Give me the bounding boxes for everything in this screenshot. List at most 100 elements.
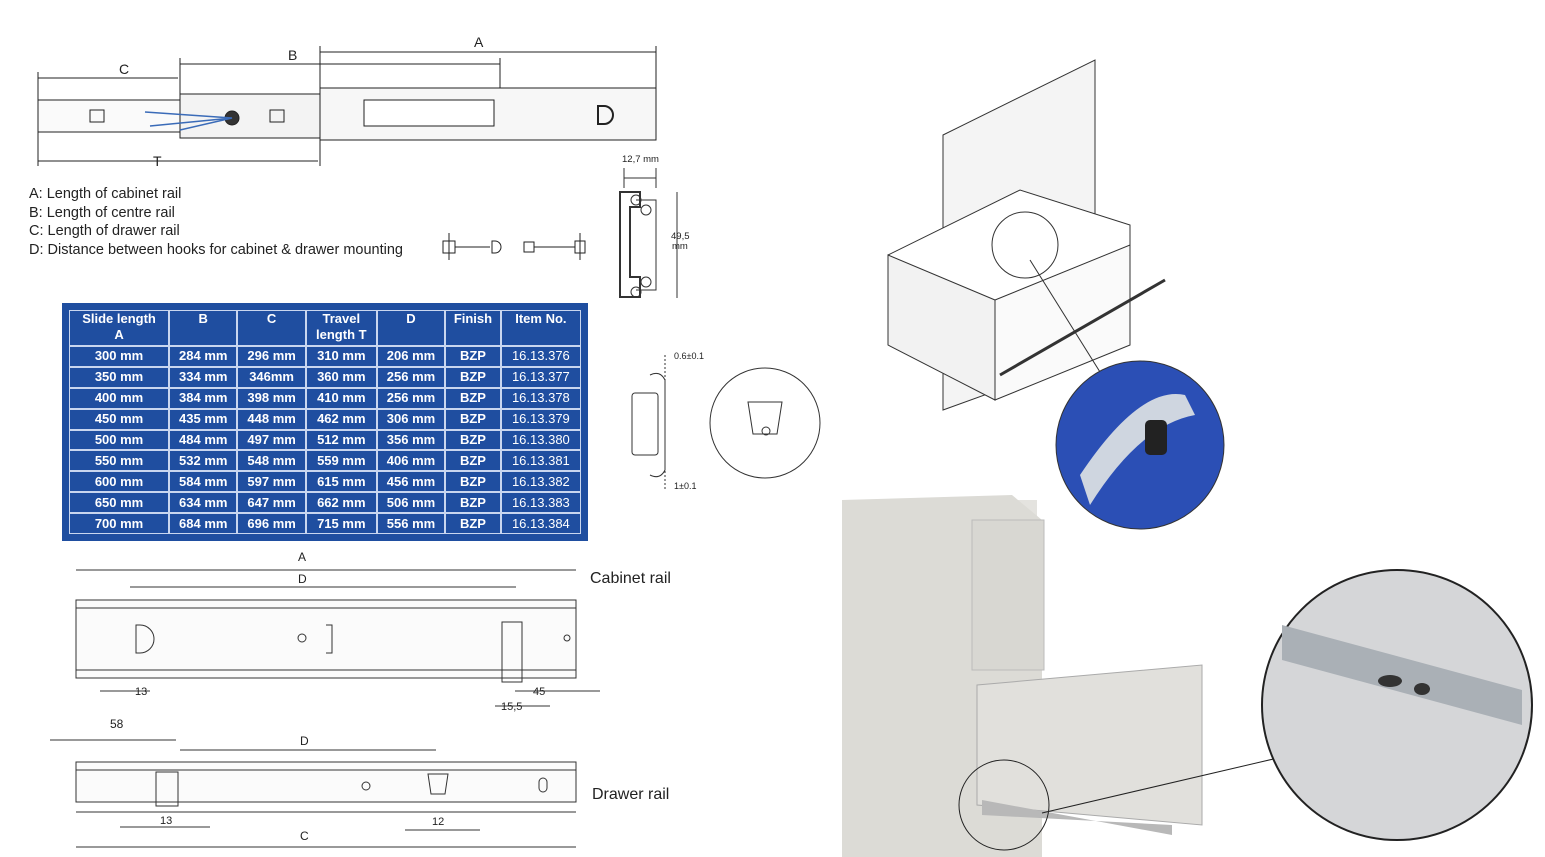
table-cell: 16.13.380 xyxy=(500,429,581,451)
cabinet-dim-15-5: 15,5 xyxy=(501,701,522,713)
cabinet-dim-a: A xyxy=(298,550,306,564)
column-header: Finish xyxy=(445,310,501,346)
table-cell: 662 mm xyxy=(305,492,377,513)
table-cell: 696 mm xyxy=(237,513,306,534)
table-cell: BZP xyxy=(445,471,501,493)
table-cell: 584 mm xyxy=(169,471,238,493)
table-cell: 556 mm xyxy=(376,513,446,534)
table-cell: 615 mm xyxy=(305,471,377,493)
column-header-line: D xyxy=(406,311,416,326)
table-cell: 16.13.381 xyxy=(500,450,581,472)
table-cell: 597 mm xyxy=(237,471,306,493)
column-header: D xyxy=(376,310,446,346)
drawer-dim-58: 58 xyxy=(110,717,124,731)
table-cell: 206 mm xyxy=(376,346,446,367)
cabinet-dim-13: 13 xyxy=(135,686,147,698)
table-cell: 296 mm xyxy=(237,346,306,367)
legend-item-a: A: Length of cabinet rail xyxy=(29,186,182,202)
cabinet-rail-diagram: A D 13 45 15,5 xyxy=(75,550,600,713)
table-cell: 410 mm xyxy=(305,387,377,409)
dimension-legend: A: Length of cabinet rail B: Length of c… xyxy=(29,185,403,259)
table-cell: 16.13.383 xyxy=(500,492,581,513)
table-cell: 16.13.382 xyxy=(500,471,581,493)
drawer-dim-c: C xyxy=(300,829,309,843)
table-cell: 456 mm xyxy=(376,471,446,493)
dim-t-label: T xyxy=(153,153,162,169)
table-cell: 559 mm xyxy=(305,450,377,472)
column-header-line: B xyxy=(198,311,208,326)
column-header: Item No. xyxy=(500,310,581,346)
table-cell: 256 mm xyxy=(376,387,446,409)
dim-b-label: B xyxy=(288,47,297,63)
table-cell: 715 mm xyxy=(305,513,377,534)
table-cell: 16.13.378 xyxy=(500,387,581,409)
cabinet-rail-label: Cabinet rail xyxy=(590,570,671,587)
table-cell: 600 mm xyxy=(69,471,170,493)
table-cell: BZP xyxy=(445,429,501,451)
table-cell: 450 mm xyxy=(69,408,170,430)
column-header-line: Finish xyxy=(453,311,493,326)
table-cell: BZP xyxy=(445,366,501,388)
table-cell: 700 mm xyxy=(69,513,170,534)
table-cell: 448 mm xyxy=(237,408,306,430)
profile-height-value: 49,5 xyxy=(671,231,690,242)
column-header: C xyxy=(237,310,306,346)
legend-item-b: B: Length of centre rail xyxy=(29,204,175,221)
profile-height-unit: mm xyxy=(672,241,688,252)
table-cell: 550 mm xyxy=(69,450,170,472)
table-cell: 435 mm xyxy=(169,408,238,430)
slide-assembly-diagram: A B C T 12,7 mm 49,5 mm xyxy=(37,34,690,298)
table-cell: 532 mm xyxy=(169,450,238,472)
profile-width-label: 12,7 mm xyxy=(622,154,659,165)
table-cell: 634 mm xyxy=(169,492,238,513)
table-cell: 647 mm xyxy=(237,492,306,513)
drawer-rail-diagram: 58 D 13 12 C xyxy=(50,717,577,848)
column-header-line: C xyxy=(266,311,277,326)
table-cell: 334 mm xyxy=(169,366,238,388)
table-cell: BZP xyxy=(445,513,501,534)
table-cell: 356 mm xyxy=(376,429,446,451)
table-cell: 16.13.384 xyxy=(500,513,581,534)
table-cell: 310 mm xyxy=(305,346,377,367)
column-header-line: Item No. xyxy=(515,311,567,326)
filing-cabinet-photo xyxy=(842,495,1533,857)
table-cell: 406 mm xyxy=(376,450,446,472)
drawer-dim-d: D xyxy=(300,734,309,748)
cabinet-dim-45: 45 xyxy=(533,686,545,698)
table-cell: BZP xyxy=(445,387,501,409)
column-header-line: length T xyxy=(316,327,367,342)
table-cell: BZP xyxy=(445,450,501,472)
cabinet-dim-d: D xyxy=(298,572,307,586)
table-cell: 548 mm xyxy=(237,450,306,472)
table-cell: 400 mm xyxy=(69,387,170,409)
hook-bottom-tolerance: 1±0.1 xyxy=(674,481,696,491)
table-cell: 360 mm xyxy=(305,366,377,388)
drawer-installation-illustration xyxy=(887,59,1225,530)
table-cell: 346mm xyxy=(237,366,306,388)
table-cell: BZP xyxy=(445,408,501,430)
table-cell: 284 mm xyxy=(169,346,238,367)
column-header-line: Travel xyxy=(322,311,361,326)
drawer-dim-13: 13 xyxy=(160,815,172,827)
slide-closeup-photo xyxy=(1261,569,1533,841)
table-cell: 300 mm xyxy=(69,346,170,367)
table-cell: 684 mm xyxy=(169,513,238,534)
column-header-line: A xyxy=(114,327,124,342)
table-cell: 256 mm xyxy=(376,366,446,388)
column-header: B xyxy=(169,310,238,346)
table-cell: 398 mm xyxy=(237,387,306,409)
dim-c-label: C xyxy=(119,61,129,77)
table-cell: 306 mm xyxy=(376,408,446,430)
column-header-line: Slide length xyxy=(82,311,156,326)
table-cell: 506 mm xyxy=(376,492,446,513)
